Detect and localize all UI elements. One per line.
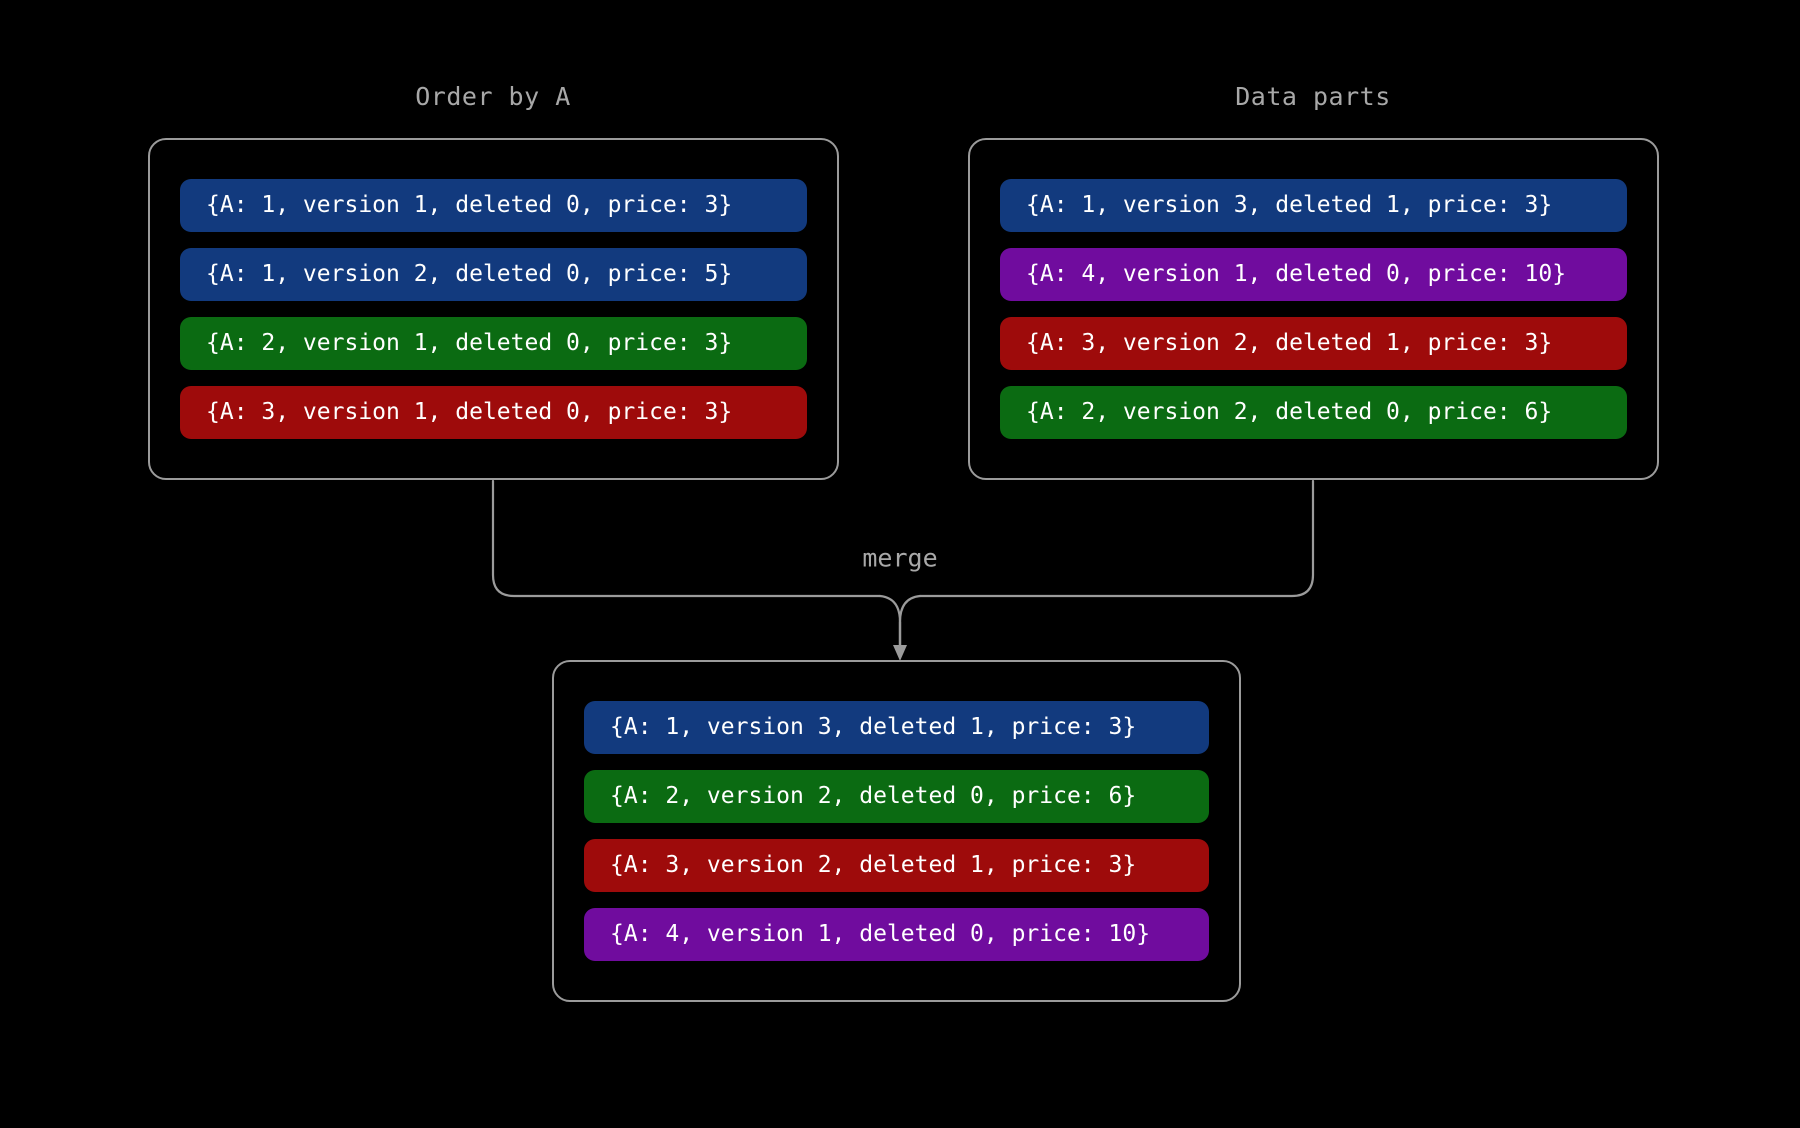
record-pill[interactable]: {A: 1, version 3, deleted 1, price: 3} bbox=[1000, 179, 1627, 232]
left-branch-line bbox=[491, 479, 882, 598]
order-by-a-box: {A: 1, version 1, deleted 0, price: 3} {… bbox=[148, 138, 839, 480]
data-parts-box: {A: 1, version 3, deleted 1, price: 3} {… bbox=[968, 138, 1659, 480]
record-pill[interactable]: {A: 2, version 2, deleted 0, price: 6} bbox=[1000, 386, 1627, 439]
right-branch-line bbox=[918, 479, 1315, 598]
panel-title-order-by-a: Order by A bbox=[415, 82, 571, 111]
arrow-head-icon bbox=[893, 645, 907, 661]
record-pill[interactable]: {A: 1, version 2, deleted 0, price: 5} bbox=[180, 248, 807, 301]
record-pill[interactable]: {A: 1, version 3, deleted 1, price: 3} bbox=[584, 701, 1209, 754]
panel-title-data-parts: Data parts bbox=[1235, 82, 1391, 111]
record-pill[interactable]: {A: 2, version 1, deleted 0, price: 3} bbox=[180, 317, 807, 370]
merge-junction-right bbox=[898, 594, 922, 647]
record-pill[interactable]: {A: 4, version 1, deleted 0, price: 10} bbox=[584, 908, 1209, 961]
record-pill[interactable]: {A: 4, version 1, deleted 0, price: 10} bbox=[1000, 248, 1627, 301]
merge-label: merge bbox=[852, 541, 948, 575]
record-pill[interactable]: {A: 3, version 2, deleted 1, price: 3} bbox=[1000, 317, 1627, 370]
record-pill[interactable]: {A: 3, version 2, deleted 1, price: 3} bbox=[584, 839, 1209, 892]
merged-result-box: {A: 1, version 3, deleted 1, price: 3} {… bbox=[552, 660, 1241, 1002]
record-pill[interactable]: {A: 1, version 1, deleted 0, price: 3} bbox=[180, 179, 807, 232]
record-pill[interactable]: {A: 2, version 2, deleted 0, price: 6} bbox=[584, 770, 1209, 823]
merge-junction-left bbox=[878, 594, 902, 647]
record-pill[interactable]: {A: 3, version 1, deleted 0, price: 3} bbox=[180, 386, 807, 439]
